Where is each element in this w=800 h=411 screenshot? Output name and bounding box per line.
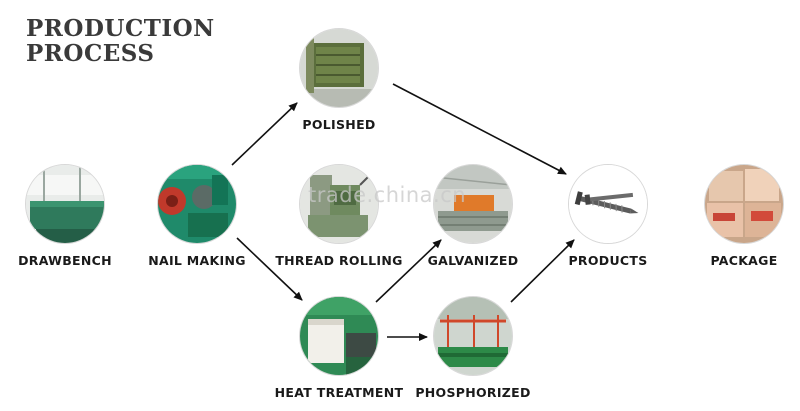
step-heat-treatment: HEAT TREATMENT xyxy=(259,296,419,400)
phosphorizing-image xyxy=(433,296,513,376)
package-image xyxy=(704,164,784,244)
page-title: PRODUCTION PROCESS xyxy=(26,16,215,66)
arrow-nail-making-to-heat-treatment xyxy=(236,237,303,301)
drawbench-image xyxy=(25,164,105,244)
heat-treatment-image xyxy=(299,296,379,376)
arrow-heat-treatment-to-galvanized xyxy=(375,239,442,303)
polishing-drum-image xyxy=(299,28,379,108)
step-phosphorized: PHOSPHORIZED xyxy=(393,296,553,400)
step-thread-rolling: THREAD ROLLING xyxy=(259,164,419,268)
step-nail-making: NAIL MAKING xyxy=(117,164,277,268)
arrow-phosphorized-to-products xyxy=(510,239,575,303)
step-label: POLISHED xyxy=(302,117,376,132)
title-line-1: PRODUCTION xyxy=(26,15,215,42)
galvanizing-image xyxy=(433,164,513,244)
products-image xyxy=(568,164,648,244)
step-label: NAIL MAKING xyxy=(148,253,246,268)
step-label: GALVANIZED xyxy=(427,253,519,268)
step-label: HEAT TREATMENT xyxy=(274,385,404,400)
arrow-nail-making-to-polished xyxy=(231,102,298,166)
title-line-2: PROCESS xyxy=(26,40,155,67)
nail-making-image xyxy=(157,164,237,244)
step-polished: POLISHED xyxy=(259,28,419,132)
thread-rolling-image xyxy=(299,164,379,244)
step-products: PRODUCTS xyxy=(528,164,688,268)
step-label: PRODUCTS xyxy=(568,253,648,268)
step-drawbench: DRAWBENCH xyxy=(0,164,145,268)
step-label: DRAWBENCH xyxy=(18,253,112,268)
step-galvanized: GALVANIZED xyxy=(393,164,553,268)
step-label: PACKAGE xyxy=(710,253,778,268)
step-label: PHOSPHORIZED xyxy=(415,385,531,400)
arrow-polished-to-products xyxy=(392,83,567,175)
step-label: THREAD ROLLING xyxy=(275,253,403,268)
step-package: PACKAGE xyxy=(664,164,800,268)
